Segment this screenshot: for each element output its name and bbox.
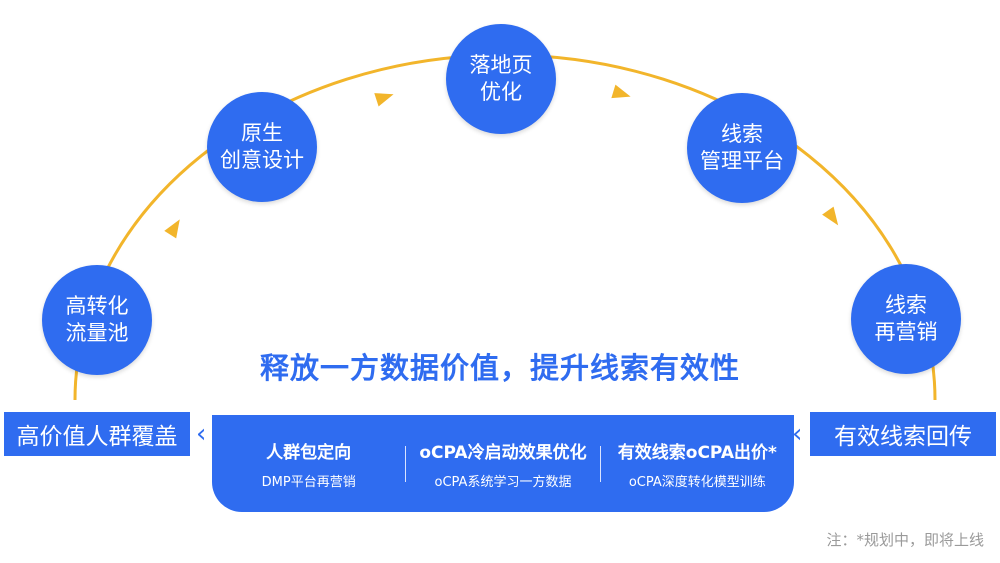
node-native-creative: 原生 创意设计 (207, 92, 317, 202)
node-traffic-pool: 高转化 流量池 (42, 265, 152, 375)
chevron-left-icon: ‹ (196, 419, 207, 449)
right-box: 有效线索回传 (810, 412, 996, 456)
panel-col-ocpa-coldstart: oCPA冷启动效果优化 oCPA系统学习一方数据 (406, 438, 599, 490)
col-sub: oCPA深度转化模型训练 (628, 474, 766, 490)
left-box: 高价值人群覆盖 (4, 412, 190, 456)
panel-col-audience: 人群包定向 DMP平台再营销 (212, 438, 405, 490)
node-line: 创意设计 (220, 148, 304, 172)
divider (405, 445, 407, 482)
arc-arrow-1 (164, 219, 180, 239)
node-line: 优化 (480, 80, 522, 104)
col-sub: oCPA系统学习一方数据 (434, 474, 572, 490)
node-line: 高转化 (65, 294, 129, 318)
node-remarketing: 线索 再营销 (851, 264, 961, 374)
col-title: oCPA冷启动效果优化 (419, 442, 587, 463)
footnote: 注：*规划中，即将上线 (826, 531, 984, 549)
arc-arrow-3 (611, 84, 631, 99)
divider (599, 445, 601, 482)
node-line: 线索 (721, 122, 763, 146)
col-title: 人群包定向 (266, 442, 352, 463)
headline: 释放一方数据价值，提升线索有效性 (259, 351, 740, 385)
panel-col-ocpa-bid: 有效线索oCPA出价* oCPA深度转化模型训练 (601, 438, 794, 490)
node-lead-management: 线索 管理平台 (687, 93, 797, 203)
node-landing-page: 落地页 优化 (446, 24, 556, 134)
chevron-left-icon: ‹ (792, 419, 803, 449)
node-line: 再营销 (874, 320, 938, 344)
node-line: 流量池 (65, 321, 129, 345)
col-sub: DMP平台再营销 (261, 474, 356, 490)
arc-arrow-4 (822, 206, 839, 226)
strategy-panel: 人群包定向 DMP平台再营销 oCPA冷启动效果优化 oCPA系统学习一方数据 … (212, 415, 794, 512)
node-line: 线索 (885, 293, 927, 317)
node-line: 管理平台 (700, 149, 784, 173)
arc-arrow-2 (374, 93, 394, 107)
node-line: 落地页 (469, 53, 533, 77)
col-title: 有效线索oCPA出价* (617, 442, 777, 463)
node-line: 原生 (241, 121, 283, 145)
